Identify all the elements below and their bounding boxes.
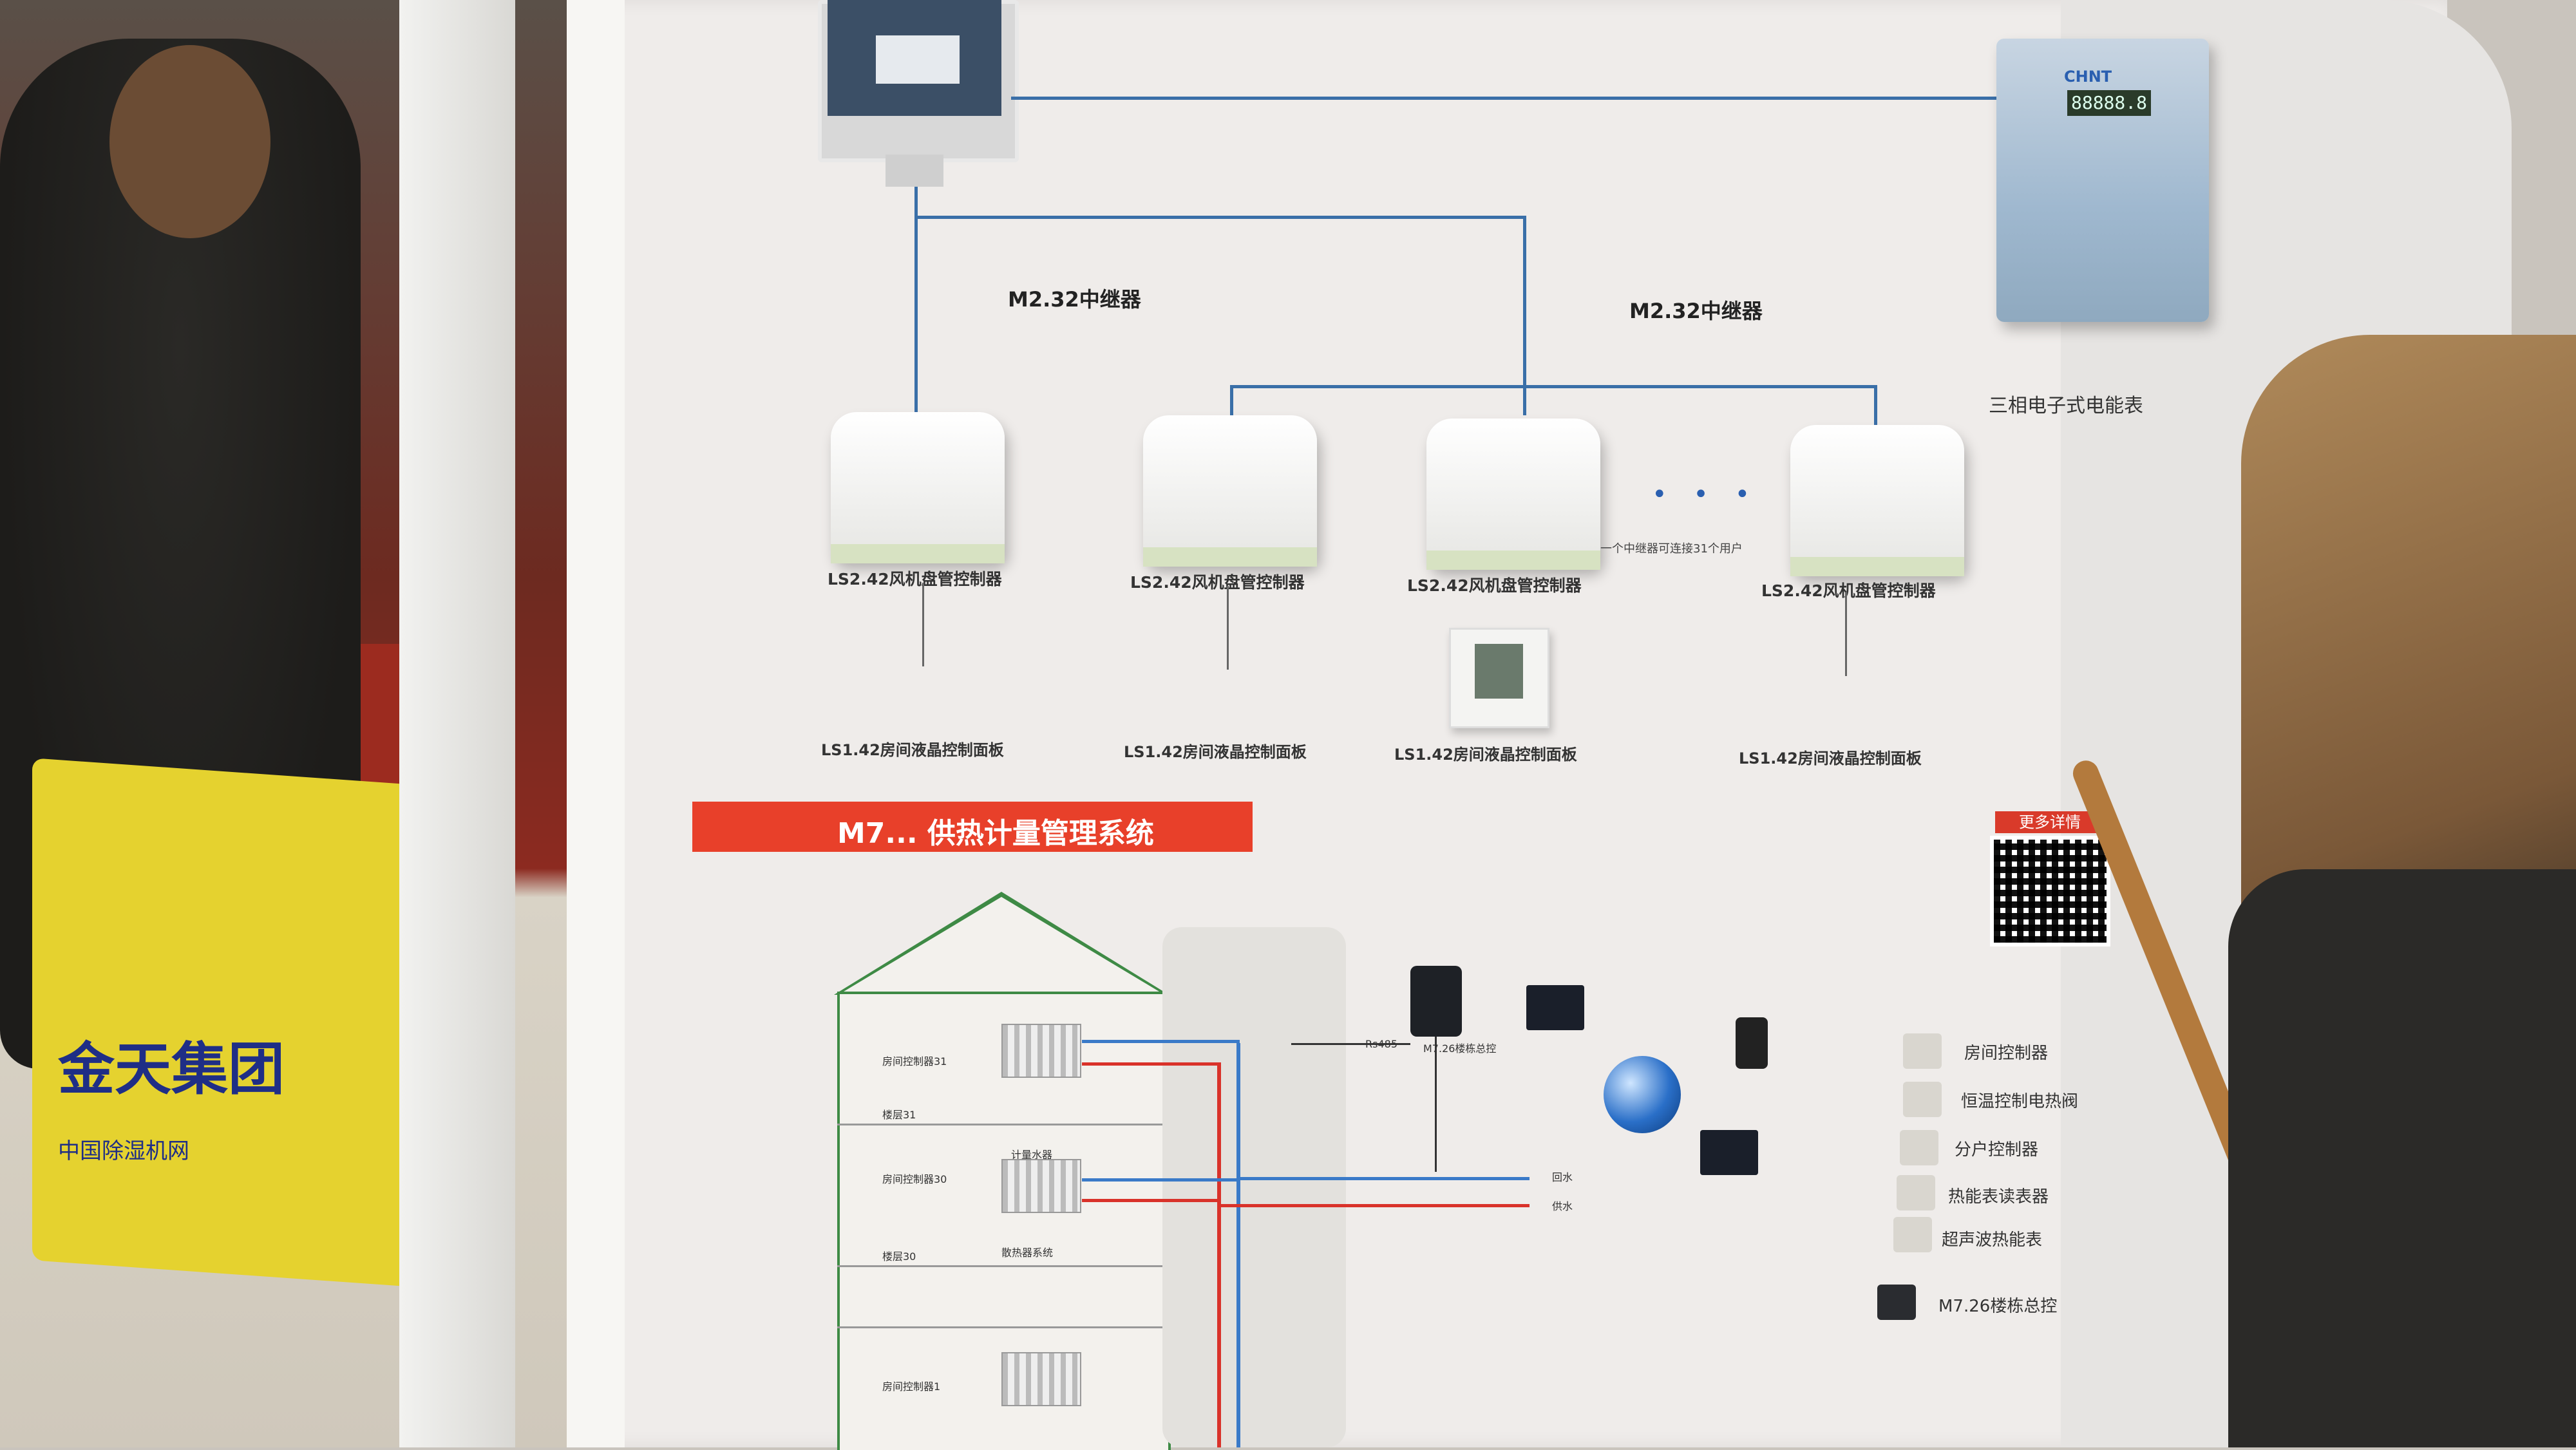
supply-pipe-30 [1082,1199,1217,1202]
floor-30-label: 楼层30 [882,1250,916,1263]
wire-to-controller-1 [914,216,918,415]
room-controller-30-label: 房间控制器30 [882,1173,947,1185]
meter-water-label: 计量水器 [1011,1149,1053,1161]
drop-line-4 [1845,592,1847,676]
panel-label-2: LS1.42房间液晶控制面板 [1124,743,1307,761]
manifold-31 [1001,1024,1081,1078]
panel-label-3: LS1.42房间液晶控制面板 [1394,746,1577,764]
wire-bus-second [1230,385,1877,388]
monitor-window [876,35,960,84]
meter-reader-icon [1897,1175,1935,1210]
manifold-1 [1001,1352,1081,1406]
wire-to-controller-2 [1230,385,1233,417]
client-computer-2 [1700,1130,1758,1175]
meter-label: 三相电子式电能表 [1989,395,2143,417]
controller-4-base [1790,557,1964,576]
repeater-label-1: M2.32中继器 [1008,287,1141,312]
floor-divider-1 [837,1124,1166,1125]
radiator-system-label: 散热器系统 [1001,1247,1054,1259]
legend-household-controller: 分户控制器 [1955,1140,2039,1160]
wire-to-controller-4 [1874,385,1877,430]
rs485-line [1291,1043,1410,1045]
supply-riser [1217,1062,1221,1447]
repeater-capacity-note: 一个中继器可连接31个用户 [1600,542,1743,556]
manifold-30 [1001,1159,1081,1213]
supply-water-label: 供水 [1552,1200,1573,1212]
wire-computer-meter [1011,97,2016,100]
gateway-line [1435,1037,1437,1172]
house-roof-inner [840,897,1162,993]
return-main [1240,1177,1530,1180]
fan-coil-controller-1 [831,412,1005,560]
thermo-valve-icon [1903,1082,1942,1117]
household-controller-icon [1900,1130,1938,1165]
return-pipe-30 [1082,1178,1240,1182]
legend-ultrasonic-meter: 超声波热能表 [1942,1230,2043,1250]
building-controller-icon [1877,1285,1916,1320]
bag-brand-text: 金天集团 [58,1035,285,1102]
meter-display: 88888.8 [2067,90,2151,116]
drop-line-2 [1227,586,1229,670]
client-computer-1 [1526,985,1584,1030]
meter-brand: CHNT [2064,68,2112,86]
return-pipe-31 [1082,1040,1240,1043]
legend-meter-reader: 热能表读表器 [1948,1187,2049,1207]
banner-title: M7... 供热计量管理系统 [837,817,1154,850]
repeater-label-2: M2.32中继器 [1629,299,1763,323]
supply-pipe-31 [1082,1062,1217,1066]
building-gateway-device [1410,966,1462,1037]
qr-code [1990,836,2110,946]
white-pillar [399,0,515,1447]
gateway-label: M7.26楼栋总控 [1423,1042,1497,1055]
wire-computer-down [914,187,918,219]
supply-main [1220,1204,1530,1207]
legend-room-controller: 房间控制器 [1964,1044,2049,1063]
ultrasonic-meter-icon [1893,1217,1932,1252]
qr-label: 更多详情 [1995,811,2105,833]
room-controller-1-label: 房间控制器1 [882,1380,941,1393]
section-banner [692,802,1253,852]
controller-3-label: LS2.42风机盘管控制器 [1407,576,1582,595]
drop-line-1 [922,583,924,666]
room-controller-31-label: 房间控制器31 [882,1055,947,1068]
controller-2-base [1143,547,1317,567]
visitor-head [109,45,270,238]
room-controller-icon [1903,1033,1942,1069]
controller-3-base [1426,551,1600,570]
black-handbag [2228,869,2576,1447]
return-water-label: 回水 [1552,1171,1573,1183]
fan-coil-controller-3 [1426,419,1600,567]
ellipsis-dots: • • • [1652,480,1759,509]
floor-divider-3 [837,1326,1166,1328]
fan-coil-controller-2 [1143,415,1317,563]
panel-label-1: LS1.42房间液晶控制面板 [821,741,1004,759]
floor-31-label: 楼层31 [882,1109,916,1121]
panel-label-4: LS1.42房间液晶控制面板 [1739,749,1922,767]
floor-divider-2 [837,1265,1166,1267]
internet-globe-icon [1604,1056,1681,1133]
controller-4-label: LS2.42风机盘管控制器 [1761,581,1936,600]
wire-bus-top [914,216,1526,219]
fan-coil-controller-4 [1790,425,1964,573]
three-phase-energy-meter [1996,39,2209,322]
return-riser [1236,1043,1240,1447]
controller-2-label: LS2.42风机盘管控制器 [1130,573,1305,592]
legend-thermo-valve: 恒温控制电热阀 [1961,1092,2079,1111]
lcd-panel-screen [1475,644,1523,699]
board-frame [567,0,625,1447]
bag-site-text: 中国除湿机网 [58,1138,189,1164]
legend-building-controller: M7.26楼栋总控 [1938,1297,2058,1316]
riser-area [1162,927,1346,1447]
controller-1-label: LS2.42风机盘管控制器 [828,570,1002,588]
monitor-stand [886,155,943,187]
smartphone-icon [1736,1017,1768,1069]
controller-1-base [831,544,1005,563]
wire-to-controller-3 [1523,216,1526,415]
